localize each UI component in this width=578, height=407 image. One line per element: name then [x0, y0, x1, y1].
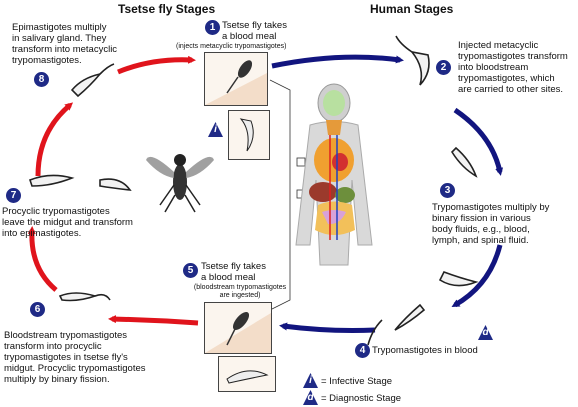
- step-3-number: 3: [440, 183, 455, 198]
- parasite-inset-bottom: [218, 356, 276, 392]
- fly-feeding-inset-top: [204, 52, 268, 106]
- legend-diagnostic-label: = Diagnostic Stage: [321, 393, 402, 404]
- step-7-number: 7: [6, 188, 21, 203]
- step-8-number: 8: [34, 72, 49, 87]
- step-6-number: 6: [30, 302, 45, 317]
- step-4-number: 4: [355, 343, 370, 358]
- parasite-figures: [29, 35, 479, 346]
- step-4-text: Trypomastigotes in blood: [372, 345, 478, 356]
- tsetse-fly-figure: [146, 154, 214, 213]
- step-5-number: 5: [183, 263, 198, 278]
- step-1-note: (injects metacyclic trypomastigotes): [176, 43, 287, 50]
- parasite-inset-top: [228, 110, 270, 160]
- human-stages-header: Human Stages: [370, 2, 454, 16]
- step-1-number: 1: [205, 20, 220, 35]
- human-body-figure: [295, 83, 373, 266]
- legend-infective-label: = Infective Stage: [321, 376, 393, 387]
- step-2-number: 2: [436, 60, 451, 75]
- fly-feeding-inset-bottom: [204, 302, 272, 354]
- tsetse-stages-header: Tsetse fly Stages: [118, 2, 216, 16]
